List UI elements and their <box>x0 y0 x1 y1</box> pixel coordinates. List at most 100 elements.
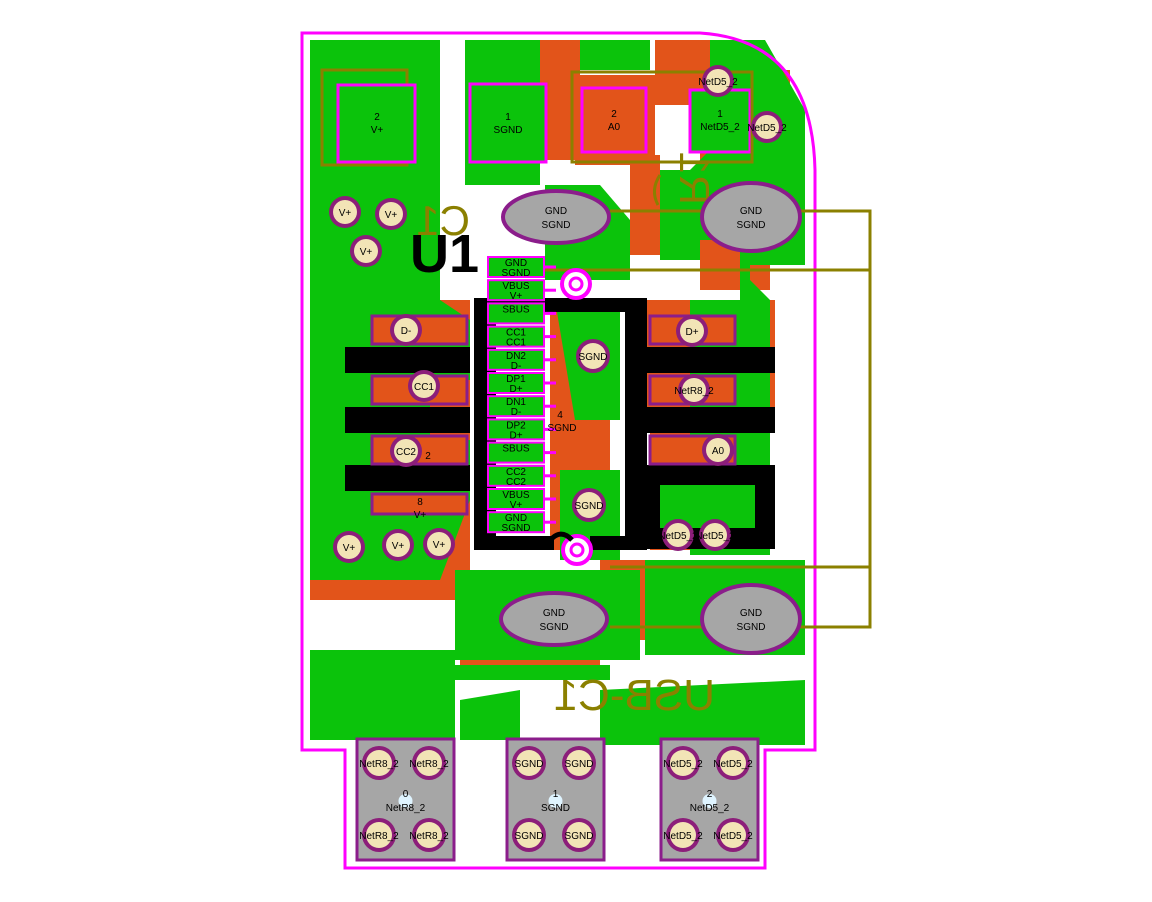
bottom-pad-2-via-2: NetD5_2 <box>713 746 753 780</box>
c1-silk-label: C1 <box>416 197 470 244</box>
top-pad-4-num: 1 <box>717 109 723 120</box>
via-16-label: SGND <box>575 501 604 512</box>
bottom-pad-2-net: NetD5_2 <box>690 803 730 814</box>
bottom-pad-via-label: SGND <box>565 831 594 842</box>
via-2-label: V+ <box>385 210 398 221</box>
usb-pin-7-net: D- <box>511 407 522 418</box>
via-7: V+ <box>333 531 365 563</box>
via-11: NetR8_2 <box>674 374 714 406</box>
top-pad-3-num: 2 <box>611 109 617 120</box>
via-7-label: V+ <box>343 543 356 554</box>
bottom-pad-via-label: NetR8_2 <box>359 759 399 770</box>
usb-pin-12-name: GND <box>505 513 527 524</box>
usb-pin-1-net: SGND <box>502 268 531 279</box>
u1-designator: U1 <box>410 224 479 284</box>
via-3-label: V+ <box>360 247 373 258</box>
via-15-label: SGND <box>579 352 608 363</box>
via-16: SGND <box>572 488 606 522</box>
via-12: A0 <box>702 434 734 466</box>
bottom-pad-2-num: 2 <box>707 789 713 800</box>
shield-pads: GND SGND GND SGND GND SGND GND SGND <box>499 181 802 655</box>
shield-pad-1-a: GND <box>545 206 567 217</box>
bottom-pad-via-label: SGND <box>565 759 594 770</box>
shield-pad-3-b: SGND <box>540 622 569 633</box>
usb-pin-6-name: DP1 <box>506 374 526 385</box>
top-pad-1-num: 2 <box>374 112 380 123</box>
top-pad-netd5 <box>688 88 752 154</box>
via-18: NetD5_2 <box>747 111 787 143</box>
usb-pin-12-net: SGND <box>502 523 531 534</box>
usb-pin-3-name: SBUS <box>502 304 530 315</box>
usb-pin-8-name: DP2 <box>506 420 526 431</box>
bottom-pad-0-net: NetR8_2 <box>386 803 426 814</box>
top-pad-v-plus <box>336 83 417 164</box>
bottom-pad-via-label: SGND <box>515 759 544 770</box>
top-pad-2-net: SGND <box>494 125 523 136</box>
usb-pin-1-name: GND <box>505 258 527 269</box>
bottom-pad-0-via-2: NetR8_2 <box>409 746 449 780</box>
bottom-pad-via-label: NetR8_2 <box>409 831 449 842</box>
via-9: V+ <box>423 528 455 560</box>
via-17-label: NetD5_2 <box>698 77 738 88</box>
top-pad-3-net: A0 <box>608 122 621 133</box>
bottom-pad-via-label: NetD5_2 <box>713 759 753 770</box>
usb-silk-label: USB-C1 <box>554 671 715 720</box>
pin8-net: V+ <box>414 510 427 521</box>
shield-pad-4-a: GND <box>740 608 762 619</box>
via-5-label: CC1 <box>414 382 434 393</box>
bottom-pad-1-via-1: SGND <box>512 746 546 780</box>
top-pad-1-net: V+ <box>371 125 384 136</box>
usb-pin-4-name: CC1 <box>506 328 526 339</box>
bottom-pad-0-num: 0 <box>403 789 409 800</box>
usb-pin-11-net: V+ <box>510 500 523 511</box>
bottom-pad-0-via-1: NetR8_2 <box>359 746 399 780</box>
bottom-pad-via-label: NetR8_2 <box>409 759 449 770</box>
bottom-pad-2-via-4: NetD5_2 <box>713 818 753 852</box>
top-pads: 2 V+ 1 SGND 2 A0 1 NetD5_2 <box>320 68 754 167</box>
vias: V+V+V+D-CC1CC2V+V+V+D+NetR8_2A0NetD5_2Ne… <box>329 65 787 563</box>
via-15: SGND <box>576 339 610 373</box>
usb-pin-3: SBUS <box>487 302 556 325</box>
via-13: NetD5_2 <box>658 519 698 551</box>
usb-connector-pins: GNDSGNDVBUSV+SBUSCC1CC1DN2D-DP1D+DN1D-DP… <box>487 256 556 534</box>
via-10-label: D+ <box>685 327 698 338</box>
shield-pad-2-a: GND <box>740 206 762 217</box>
via-3: V+ <box>350 235 382 267</box>
bottom-pad-1-via-3: SGND <box>512 818 546 852</box>
usb-pin-5-name: DN2 <box>506 351 526 362</box>
board-outline <box>300 31 817 870</box>
mounting-holes <box>542 268 593 566</box>
usb-pin-6-net: D+ <box>509 384 522 395</box>
center-pad-num: 4 <box>557 410 563 421</box>
via-12-label: A0 <box>712 446 725 457</box>
bottom-pad-via-label: NetD5_2 <box>663 831 703 842</box>
bottom-pad-1-num: 1 <box>553 789 559 800</box>
via-11-label: NetR8_2 <box>674 386 714 397</box>
pin2-num: 2 <box>425 451 431 462</box>
bottom-pad-via-label: NetD5_2 <box>713 831 753 842</box>
usb-pin-2-name: VBUS <box>502 281 530 292</box>
usb-pin-10-name: CC2 <box>506 467 526 478</box>
top-pad-a0 <box>580 86 648 154</box>
shield-pad-4-b: SGND <box>737 622 766 633</box>
via-1: V+ <box>329 196 361 228</box>
pin8-num: 8 <box>417 497 423 508</box>
shield-pad-3-a: GND <box>543 608 565 619</box>
usb-pin-9: SBUS <box>487 441 556 464</box>
via-8: V+ <box>382 529 414 561</box>
usb-pin-4-net: CC1 <box>506 338 526 349</box>
via-4: D- <box>390 314 422 346</box>
via-14-label: NetD5_2 <box>695 531 735 542</box>
